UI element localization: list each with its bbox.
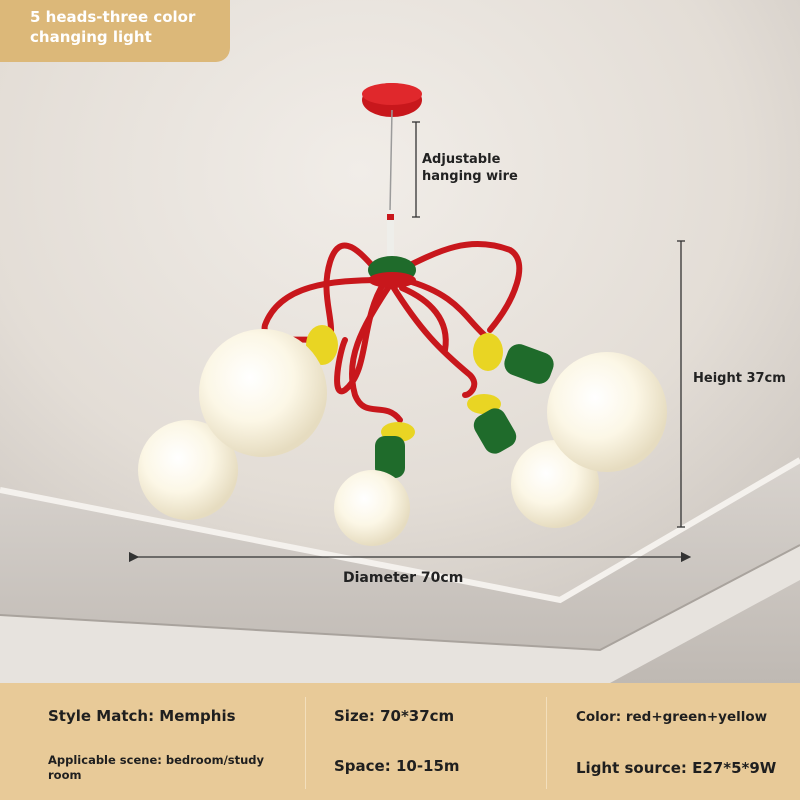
spec-scene: Applicable scene: bedroom/study room: [48, 753, 264, 783]
hanging-wire: [389, 109, 393, 213]
bulb: [138, 420, 238, 520]
badge-line-1: 5 heads-three color: [30, 8, 196, 26]
green-socket: [504, 344, 554, 384]
spec-band: Style Match: Memphis Size: 70*37cm Color…: [0, 683, 800, 800]
dimension-lines: [128, 121, 692, 563]
bulb: [199, 329, 327, 457]
bulb: [334, 470, 410, 546]
wire-label-line-1: Adjustable: [422, 152, 501, 167]
chandelier-photo: [0, 0, 800, 683]
diameter-annotation: Diameter 70cm: [343, 570, 464, 586]
bulb: [547, 352, 667, 472]
spec-light-source: Light source: E27*5*9W: [576, 759, 777, 777]
spec-space: Space: 10-15m: [334, 757, 460, 775]
spec-size: Size: 70*37cm: [334, 707, 455, 725]
yellow-collar: [473, 333, 503, 371]
wire-label-line-2: hanging wire: [422, 169, 518, 184]
glass-bulbs: [138, 329, 667, 546]
height-annotation: Height 37cm: [693, 371, 786, 386]
spec-color: Color: red+green+yellow: [576, 709, 768, 725]
badge-line-2: changing light: [30, 28, 152, 46]
spec-divider: [305, 697, 306, 789]
wire-annotation: Adjustable hanging wire: [422, 151, 518, 185]
green-socket: [375, 436, 405, 478]
spec-scene-line-1: Applicable scene: bedroom/study: [48, 753, 265, 767]
green-socket: [473, 408, 517, 454]
spec-style: Style Match: Memphis: [48, 707, 236, 725]
spec-scene-line-2: room: [48, 768, 82, 782]
product-badge: 5 heads-three color changing light: [0, 0, 230, 62]
cove-lip: [0, 457, 800, 604]
spec-divider: [546, 697, 547, 789]
